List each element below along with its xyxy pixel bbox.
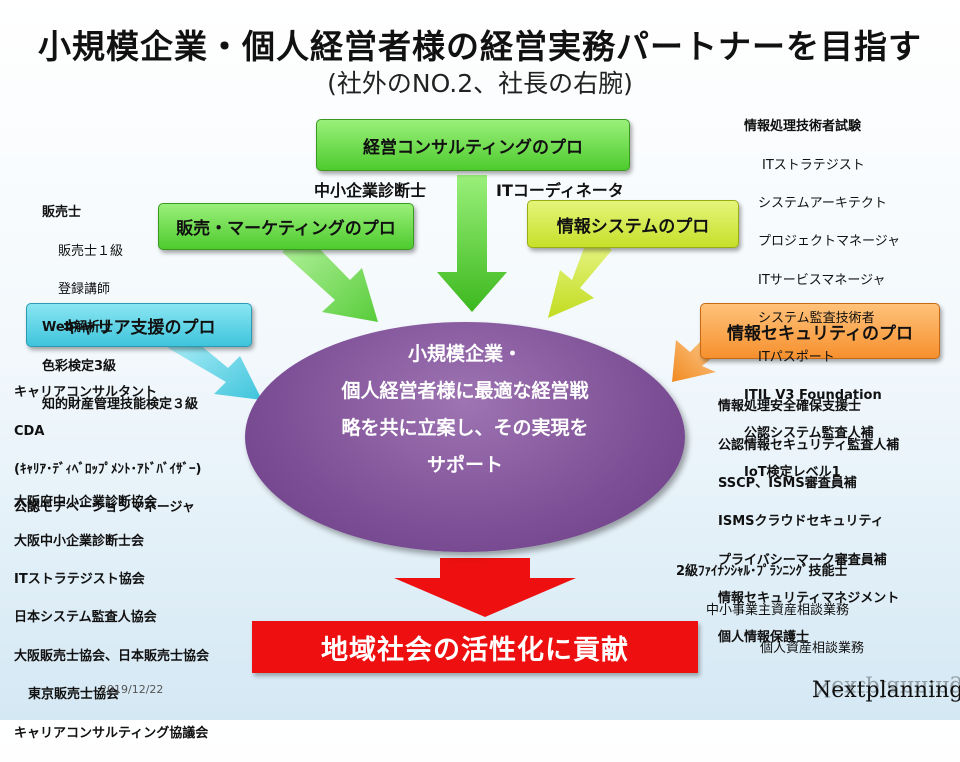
association-item: ITストラテジスト協会	[14, 572, 145, 588]
info-system-pro-box: 情報システムのプロ	[527, 200, 739, 248]
associations-list: 大阪府中小企業診断協会 大阪中小企業診断士会 ITストラテジスト協会 日本システ…	[14, 474, 209, 762]
association-item: 大阪中小企業診断士会	[14, 533, 145, 549]
sme-consultant-label: 中小企業診断士	[314, 181, 427, 200]
qualification-item: システムアーキテクト	[758, 196, 887, 212]
management-arrow	[437, 175, 507, 312]
logo-reflection: Nextplanning	[812, 675, 960, 700]
page-subtitle: (社外のNO.2、社長の右腕)	[327, 69, 633, 98]
qualification-item: ITサービスマネージャ	[758, 272, 886, 288]
management-pro-box: 経営コンサルティングのプロ	[316, 119, 630, 171]
qualification-item: SSCP、ISMS審査員補	[718, 476, 857, 492]
fp-qualifications: 2級ﾌｧｲﾅﾝｼｬﾙ･ﾌﾟﾗﾝﾆﾝｸﾞ技能士 中小事業主資産相談業務 個人資産相…	[676, 543, 864, 677]
qualification-item: 中小事業主資産相談業務	[706, 602, 850, 618]
qualification-item: 公認情報セキュリティ監査人補	[718, 437, 900, 453]
center-line: サポート	[426, 454, 503, 476]
result-arrow	[394, 558, 576, 617]
center-line: 小規模企業・	[407, 343, 522, 365]
it-coordinator-label: ITコーディネータ	[496, 181, 624, 200]
qualification-item: 色彩検定3級	[42, 358, 117, 374]
logo-text: Nextplanning	[812, 678, 960, 703]
center-ellipse	[245, 322, 685, 552]
association-item: 日本システム監査人協会	[14, 610, 157, 626]
info-system-arrow	[548, 232, 612, 318]
result-banner: 地域社会の活性化に貢献	[252, 621, 698, 673]
center-message: 小規模企業・ 個人経営者様に最適な経営戦 略を共に立案し、その実現を サポート	[265, 336, 665, 484]
page-title: 小規模企業・個人経営者様の経営実務パートナーを目指す	[38, 27, 922, 66]
qualification-item: 公認モチベーションマネージャ	[14, 500, 195, 516]
qualification-item: 販売士１級	[58, 243, 124, 259]
qualification-item: システム監査技術者	[758, 311, 875, 327]
association-item: 大阪府中小企業診断協会	[14, 495, 158, 511]
association-item: キャリアコンサルティング協議会	[14, 725, 209, 741]
qualification-item: ISMSクラウドセキュリティ	[718, 514, 884, 530]
company-logo: Nextplanning Nextplanning	[812, 675, 960, 718]
qualification-item: 情報セキュリティマネジメント	[718, 591, 900, 607]
qualification-item: キャリアコンサルタント	[14, 385, 158, 401]
center-line: 略を共に立案し、その実現を	[341, 417, 589, 439]
qualification-item: 公認システム監査人補	[744, 426, 874, 442]
sales-pro-box: 販売・マーケティングのプロ	[158, 203, 414, 250]
it-qualifications: 情報処理技術者試験 ITストラテジスト システムアーキテクト プロジェクトマネー…	[744, 98, 900, 501]
qualification-item: ITパスポート	[758, 349, 835, 365]
qualification-item: 販売士	[42, 205, 82, 221]
qualification-item: IoT検定レベル1	[744, 464, 841, 480]
career-arrow	[168, 333, 262, 400]
career-qualifications: キャリアコンサルタント CDA (ｷｬﾘｱ･ﾃﾞｨﾍﾞﾛｯﾌﾟﾒﾝﾄ･ｱﾄﾞﾊﾞ…	[14, 364, 201, 537]
qualification-item: 個人資産相談業務	[760, 641, 865, 657]
qualification-item: 登録講師	[58, 282, 111, 298]
sales-qualifications: 販売士 販売士１級 登録講師 Web解析士 色彩検定3級 知的財産管理技能検定３…	[42, 184, 198, 434]
career-pro-box: キャリア支援のプロ	[26, 303, 252, 347]
qualification-item: 情報処理技術者試験	[744, 119, 862, 135]
qualification-item: プライバシーマーク審査員補	[718, 552, 887, 568]
qualification-item: (ｷｬﾘｱ･ﾃﾞｨﾍﾞﾛｯﾌﾟﾒﾝﾄ･ｱﾄﾞﾊﾞｲｻﾞｰ)	[14, 462, 202, 478]
center-line: 個人経営者様に最適な経営戦	[341, 380, 589, 402]
security-qualifications: 情報処理安全確保支援士 公認情報セキュリティ監査人補 SSCP、ISMS審査員補…	[718, 378, 899, 666]
qualification-item: ITIL V3 Foundation	[744, 388, 882, 404]
qualification-item: 情報処理安全確保支援士	[718, 399, 862, 415]
qualification-item: ITストラテジスト	[762, 157, 865, 173]
qualification-item: プロジェクトマネージャ	[758, 234, 901, 250]
qualification-item: 2級ﾌｧｲﾅﾝｼｬﾙ･ﾌﾟﾗﾝﾆﾝｸﾞ技能士	[676, 564, 848, 580]
association-item: 大阪販売士協会、日本販売士協会	[14, 648, 210, 664]
security-pro-box: 情報セキュリティのプロ	[700, 303, 940, 359]
slide-date: 2019/12/22	[100, 683, 164, 696]
qualification-item: Web解析士	[42, 320, 113, 336]
association-item: 東京販売士協会	[28, 687, 120, 703]
sales-arrow	[282, 234, 378, 322]
arrows-layer	[168, 175, 722, 617]
qualification-item: 知的財産管理技能検定３級	[42, 397, 199, 413]
qualification-item: CDA	[14, 423, 45, 439]
qualification-item: 個人情報保護士	[718, 629, 810, 645]
